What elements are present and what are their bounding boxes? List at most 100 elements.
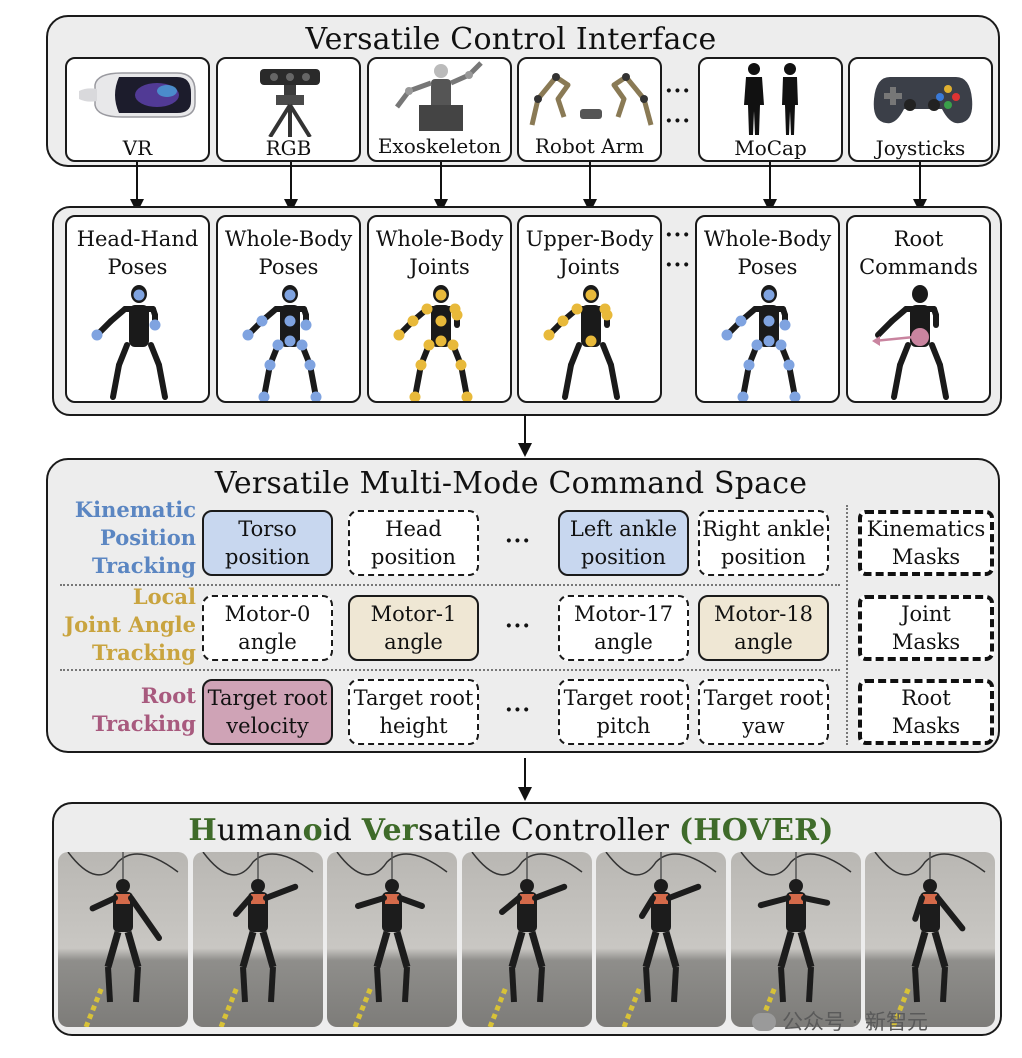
robot-photo [192,852,323,1027]
wechat-icon [752,1013,776,1031]
device-label-mocap: MoCap [734,136,807,160]
tracked-joint-dot [571,303,583,315]
mode-label-line1: Whole-Body [703,227,832,251]
device-label-vr: VR [122,136,153,160]
tracked-joint-dot [91,329,103,341]
tracked-joint-dot [409,391,421,401]
mode-to-command-arrow [518,414,532,457]
robot-limb [116,342,130,368]
robot-figure-icon [91,285,168,400]
tracked-joint-dot [721,329,733,341]
mode-label-line2: Joints [559,255,620,279]
device-card-exoskeleton: Exoskeleton [367,57,512,162]
root-velocity-arrow [873,335,915,343]
mode-label-line2: Commands [859,255,978,279]
robot-limb [875,318,895,338]
robot-photo-figure [336,852,448,1027]
robot-figure-icon [721,285,801,401]
robot-photo [596,852,726,1027]
robot-figure-icon [242,285,322,401]
mocap-suit-icon [744,63,798,135]
tracked-joint-dot [310,391,322,401]
robot-limb [897,342,911,368]
tracked-joint-dot [763,315,775,327]
tracked-joint-dot [543,329,555,341]
device-card-joysticks: Joysticks [848,57,993,162]
robot-figure-icon [543,285,620,400]
robot-figure-icon [872,285,949,400]
mode-label-line2: Joints [409,255,470,279]
mode-label-line1: Upper-Body [525,227,654,251]
device-ellipsis-icon-2: ··· [665,108,691,134]
robot-photo-figure [739,852,851,1027]
tracked-joint-dot [415,359,427,371]
tracked-joint-dot [779,319,791,331]
device-label-joysticks: Joysticks [875,136,966,160]
robot-arm-icon [529,73,654,126]
robot-torso [581,305,601,347]
tracked-joint-dot [296,339,308,351]
tracked-joint-dot [435,315,447,327]
row-divider [60,584,840,586]
robot-photo [327,852,457,1027]
robot-limb [148,342,162,368]
control-interface-title: Versatile Control Interface [305,22,717,57]
tracked-joint-dot [743,359,755,371]
exoskeleton-icon [395,61,483,131]
row-label-joint-angle: Local Joint Angle Tracking [64,584,196,665]
tracked-joint-dot [447,339,459,351]
hover-title: Humanoid Versatile Controller (HOVER) [188,813,834,848]
mode-label-line2: Poses [258,255,319,279]
tracked-joint-dot [133,289,145,301]
cmd-ellipsis-icon: ··· [505,528,531,554]
mode-label-line1: Head-Hand [76,227,199,251]
tracked-joint-dot [751,339,763,351]
mode-label-line1: Root [893,227,944,251]
tracked-joint-dot [775,339,787,351]
tracked-joint-dot [585,335,597,347]
row-label-root: Root Tracking [91,683,196,736]
robot-photo [461,852,592,1027]
tracked-joint-dot [451,309,463,321]
tracked-joint-dot [789,391,801,401]
tracked-joint-dot [393,329,405,341]
robot-photo [58,852,188,1027]
tracked-joint-dot [763,289,775,301]
robot-limb [929,342,943,368]
device-card-robot-arm: Robot Arm [517,57,662,162]
cmd-ellipsis-icon: ··· [505,697,531,723]
robot-photo-figure [201,852,313,1027]
robot-limb [568,342,582,368]
robot-photo [865,852,995,1027]
tracked-joint-dot [284,289,296,301]
robot-limb [110,362,122,400]
device-card-rgb: RGB [216,57,361,162]
tracked-joint-dot [256,315,268,327]
tracked-joint-dot [300,319,312,331]
tracked-joint-dot [601,309,613,321]
tracked-joint-dot [284,335,296,347]
command-to-controller-arrow [518,758,532,801]
row-divider [60,669,840,671]
device-label-rgb: RGB [265,136,312,160]
device-card-mocap: MoCap [698,57,843,162]
robot-limb [156,362,168,400]
root-velocity-arrowhead [872,336,880,346]
cmd-ellipsis-icon: ··· [505,613,531,639]
